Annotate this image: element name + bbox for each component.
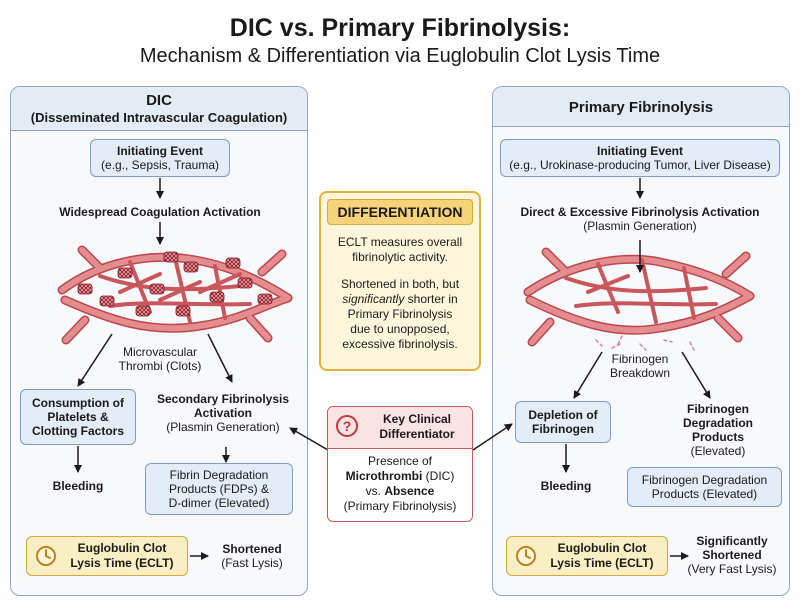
pf-breakdown-line2: Breakdown xyxy=(609,366,671,380)
dic-fdp-box: Fibrin Degradation Products (FDPs) & D-d… xyxy=(145,463,293,515)
diff-para2-line3: Primary Fibrinolysis xyxy=(347,307,453,321)
key-line3: vs. Absence xyxy=(332,484,468,499)
pf-initiating-title: Initiating Event xyxy=(596,144,683,158)
dic-secondary-label: Secondary Fibrinolysis Activation (Plasm… xyxy=(148,392,298,434)
clock-icon xyxy=(36,546,56,566)
dic-thrombi-line2: Thrombi (Clots) xyxy=(118,359,202,373)
pf-fdp-box-line2: Products (Elevated) xyxy=(651,487,758,501)
pf-result-text: (Very Fast Lysis) xyxy=(687,562,777,576)
dic-fdp-line2: Products (FDPs) & xyxy=(168,482,270,496)
dic-consumption-box: Consumption of Platelets & Clotting Fact… xyxy=(20,389,136,445)
dic-eclt-line1: Euglobulin Clot xyxy=(77,541,167,555)
differentiation-box: DIFFERENTIATION ECLT measures overall fi… xyxy=(319,191,481,371)
dic-header-subtitle: (Disseminated Intravascular Coagulation) xyxy=(30,110,288,125)
key-title-line1: Key Clinical xyxy=(382,412,452,426)
dic-activation-label: Widespread Coagulation Activation xyxy=(59,205,261,219)
dic-secondary-line1: Secondary Fibrinolysis xyxy=(156,392,290,406)
pf-eclt-result: Significantly Shortened (Very Fast Lysis… xyxy=(676,534,788,576)
pf-initiating-event-box: Initiating Event (e.g., Urokinase-produc… xyxy=(500,139,780,177)
pf-eclt-box: Euglobulin Clot Lysis Time (ECLT) xyxy=(506,536,668,576)
pf-fdp-bold-line4: (Elevated) xyxy=(690,444,746,458)
dic-eclt-line2: Lysis Time (ECLT) xyxy=(70,556,174,570)
pf-eclt-text: Euglobulin Clot Lysis Time (ECLT) xyxy=(539,541,665,571)
key-title-line2: Differentiator xyxy=(379,427,455,441)
pf-fdp-bold-line2: Degradation xyxy=(682,416,753,430)
dic-result-text: (Fast Lysis) xyxy=(221,556,283,570)
pf-depletion-box: Depletion of Fibrinogen xyxy=(515,401,611,443)
dic-initiating-event-box: Initiating Event (e.g., Sepsis, Trauma) xyxy=(90,139,230,177)
dic-bleeding-label: Bleeding xyxy=(52,479,104,493)
dic-thrombi-label: Microvascular Thrombi (Clots) xyxy=(100,345,220,373)
dic-eclt-text: Euglobulin Clot Lysis Time (ECLT) xyxy=(59,541,185,571)
pf-fdp-bold-label: Fibrinogen Degradation Products (Elevate… xyxy=(668,402,768,458)
key-line3-pre: vs. xyxy=(365,484,385,498)
pf-fdp-bold-line3: Products xyxy=(691,430,744,444)
differentiation-header: DIFFERENTIATION xyxy=(327,199,473,225)
pf-header-title: Primary Fibrinolysis xyxy=(568,99,714,116)
key-differentiator-title: Key Clinical Differentiator xyxy=(362,412,472,442)
pf-initiating-text: (e.g., Urokinase-producing Tumor, Liver … xyxy=(509,158,771,172)
pf-fdp-box-line1: Fibrinogen Degradation xyxy=(641,473,768,487)
dic-consumption-line2: Platelets & xyxy=(47,410,109,424)
diff-para2-line1: Shortened in both, but xyxy=(340,277,460,291)
pf-eclt-line2: Lysis Time (ECLT) xyxy=(550,556,654,570)
dic-initiating-text: (e.g., Sepsis, Trauma) xyxy=(100,158,220,172)
dic-consumption-line1: Consumption of xyxy=(32,396,124,410)
pf-fdp-bold-line1: Fibrinogen xyxy=(687,402,749,416)
key-differentiator-text: Presence of Microthrombi (DIC) vs. Absen… xyxy=(332,454,468,514)
key-line3-bold: Absence xyxy=(384,484,435,498)
diff-para2-line5: excessive fibrinolysis. xyxy=(342,337,458,351)
dic-consumption-line3: Clotting Factors xyxy=(32,424,124,438)
pf-bleeding-label: Bleeding xyxy=(540,479,592,493)
key-differentiator-box: ? Key Clinical Differentiator Presence o… xyxy=(327,406,473,522)
key-line2-bold: Microthrombi xyxy=(345,469,423,483)
pf-depletion-line2: Fibrinogen xyxy=(532,422,594,436)
pf-breakdown-label: Fibrinogen Breakdown xyxy=(590,352,690,380)
key-line2-rest: (DIC) xyxy=(422,469,455,483)
differentiation-para2: Shortened in both, but significantly sho… xyxy=(329,277,471,352)
diff-para1-line1: ECLT measures overall xyxy=(337,235,463,249)
pf-result-line2: Shortened xyxy=(702,548,762,562)
key-line4: (Primary Fibrinolysis) xyxy=(343,499,457,513)
differentiation-para1: ECLT measures overall fibrinolytic activ… xyxy=(329,235,471,265)
pf-activation-label: Direct & Excessive Fibrinolysis Activati… xyxy=(500,205,780,233)
pf-panel-header: Primary Fibrinolysis xyxy=(493,87,789,127)
diff-para2-line2-rest: shorter in xyxy=(404,292,458,306)
diff-para2-emphasis: significantly xyxy=(342,292,405,306)
title-main: DIC vs. Primary Fibrinolysis: xyxy=(229,14,571,42)
dic-secondary-line2: Activation xyxy=(193,406,252,420)
dic-header-title: DIC xyxy=(146,92,172,109)
pf-breakdown-line1: Fibrinogen xyxy=(611,352,669,366)
pf-activation-line1: Direct & Excessive Fibrinolysis Activati… xyxy=(520,205,760,219)
dic-fdp-line1: Fibrin Degradation xyxy=(169,468,269,482)
pf-activation-line2: (Plasmin Generation) xyxy=(583,219,697,233)
dic-fdp-line3: D-dimer (Elevated) xyxy=(168,496,270,510)
dic-secondary-line3: (Plasmin Generation) xyxy=(166,420,280,434)
pf-eclt-line1: Euglobulin Clot xyxy=(557,541,647,555)
clock-icon xyxy=(516,546,536,566)
diff-para2-line4: due to unopposed, xyxy=(350,322,450,336)
dic-initiating-title: Initiating Event xyxy=(116,144,203,158)
key-line2: Microthrombi (DIC) xyxy=(332,469,468,484)
diff-para2-line2: significantly shorter in xyxy=(329,292,471,307)
key-differentiator-header: ? Key Clinical Differentiator xyxy=(328,407,472,449)
dic-eclt-box: Euglobulin Clot Lysis Time (ECLT) xyxy=(26,536,188,576)
question-icon: ? xyxy=(336,415,358,437)
dic-thrombi-line1: Microvascular xyxy=(122,345,197,359)
pf-fdp-box: Fibrinogen Degradation Products (Elevate… xyxy=(627,467,782,507)
diff-para1-line2: fibrinolytic activity. xyxy=(352,250,448,264)
pf-depletion-line1: Depletion of xyxy=(528,408,598,422)
dic-eclt-result: Shortened (Fast Lysis) xyxy=(208,542,296,570)
dic-panel-header: DIC (Disseminated Intravascular Coagulat… xyxy=(11,87,307,131)
dic-result-bold: Shortened xyxy=(222,542,282,556)
title-sub: Mechanism & Differentiation via Euglobul… xyxy=(139,45,661,67)
key-line1: Presence of xyxy=(367,454,433,468)
pf-result-line1: Significantly xyxy=(696,534,768,548)
